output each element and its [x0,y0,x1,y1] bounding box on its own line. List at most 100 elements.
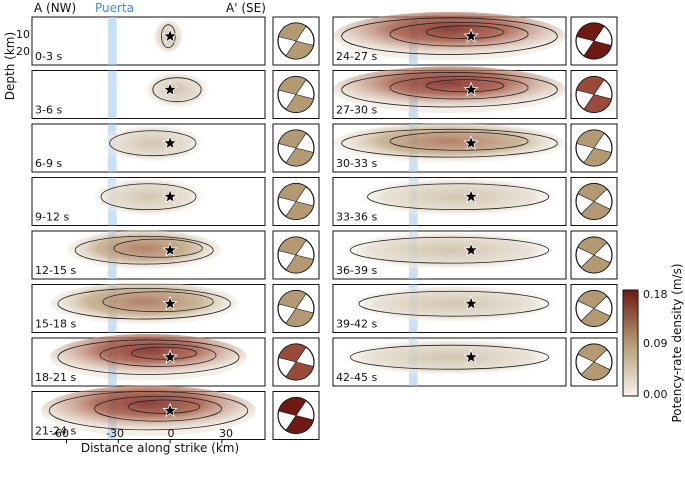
contour-outer [367,183,550,211]
potency-field [333,66,566,113]
focal-mechanism-11 [575,182,613,221]
potency-field [333,123,566,164]
contour-outer [341,17,558,55]
potency-field [101,124,204,162]
hypocenter-star [162,402,178,418]
compression-quadrant [285,147,314,167]
compression-quadrant [576,129,605,149]
puerta-band [107,17,117,65]
hypocenter-star [463,135,479,150]
panel-30-33s: 30-33 s [332,123,618,173]
panel-18-21s: 18-21 s [31,333,320,387]
time-window-label: 27-30 s [336,104,377,117]
time-window-label: 6-9 s [35,157,62,170]
contour-outer [74,235,214,265]
contour-inner [127,399,201,414]
panel-24-27s: 24-27 s [332,11,618,66]
compression-quadrant [580,201,611,220]
hypocenter-star [162,242,178,257]
compression-quadrant [577,290,608,309]
compression-quadrant [577,236,608,256]
x-tick-minus30: -30 [106,427,124,440]
contour-outer [161,24,176,49]
panel-27-30s: 27-30 s [332,66,618,119]
potency-field [144,71,210,108]
compression-quadrant [285,201,314,220]
contour-outer [48,391,249,431]
panel-0-3s: 0-3 s [31,16,320,66]
panel-33-36s: 33-36 s [332,177,618,226]
compression-quadrant [285,254,314,274]
puerta-band [107,70,117,119]
x-tick-minus60: -60 [51,427,69,440]
hypocenter-star [162,295,178,311]
time-window-label: 21-24 s [35,425,76,438]
contour-outer [57,339,240,375]
potency-field [41,385,256,436]
focal-mechanism-9 [575,75,613,114]
contour-outer [341,128,558,158]
compression-quadrant [285,94,314,113]
potency-field [342,231,557,270]
compression-quadrant [580,254,611,274]
focal-mechanism-1 [277,75,315,114]
hypocenter-star [463,242,479,257]
potency-field [49,333,248,381]
contour-mid [389,21,529,47]
section-left-label: A (NW) [34,1,76,15]
x-axis-label: Distance along strike (km) [81,441,239,455]
potency-field [93,177,204,216]
time-window-label: 9-12 s [35,211,69,224]
panel-6-9s: 6-9 s [31,123,320,173]
contour-outer [349,344,550,370]
time-window-label: 42-45 s [336,371,377,384]
focal-mechanism-7 [277,396,315,435]
time-window-label: 12-15 s [35,264,76,277]
hypocenter-star [162,349,178,364]
contour-mid [102,291,214,313]
focal-mechanism-13 [575,289,613,328]
compression-quadrant [583,40,612,60]
focal-mechanism-12 [575,236,613,274]
colorbar-gradient [622,289,639,397]
potency-field [49,282,239,326]
colorbar-tick-mid: 0.09 [643,337,668,350]
hypocenter-star [162,81,178,97]
compression-quadrant [580,308,611,327]
compression-quadrant [285,361,314,381]
compression-quadrant [278,129,307,149]
focal-mechanism-5 [277,289,315,328]
hypocenter-star [463,349,479,364]
hypocenter-star [463,81,479,97]
x-tick-0: 0 [168,427,175,440]
panel-15-18s: 15-18 s [31,282,320,333]
contour-mid [94,395,222,422]
panel-42-45s: 42-45 s [332,337,618,387]
potency-field [67,230,222,271]
focal-mechanism-3 [277,182,315,221]
compression-quadrant [580,361,611,381]
focal-mechanism-2 [277,129,315,167]
depth-axis-label: Depth (km) [3,32,17,100]
time-window-label: 18-21 s [35,371,76,384]
time-window-label: 30-33 s [336,157,377,170]
hypocenter-star [162,135,178,150]
compression-quadrant [278,236,307,256]
compression-quadrant [285,308,314,327]
compression-quadrant [576,76,605,95]
contour-inner [425,79,505,93]
compression-quadrant [583,147,612,167]
compression-quadrant [285,415,314,434]
puerta-label: Puerta [95,1,134,15]
colorbar: 0.18 0.09 0.00 Potency-rate density (m/s… [622,263,684,423]
section-right-label: A' (SE) [226,1,266,15]
colorbar-tick-min: 0.00 [643,388,668,401]
contour-outer [109,130,197,157]
panel-12-15s: 12-15 s [31,230,320,280]
hypocenter-star [463,295,479,311]
contour-inner [131,346,198,360]
time-window-label: 3-6 s [35,104,62,117]
compression-quadrant [278,22,307,42]
colorbar-label: Potency-rate density (m/s) [670,263,684,422]
compression-quadrant [577,343,608,363]
